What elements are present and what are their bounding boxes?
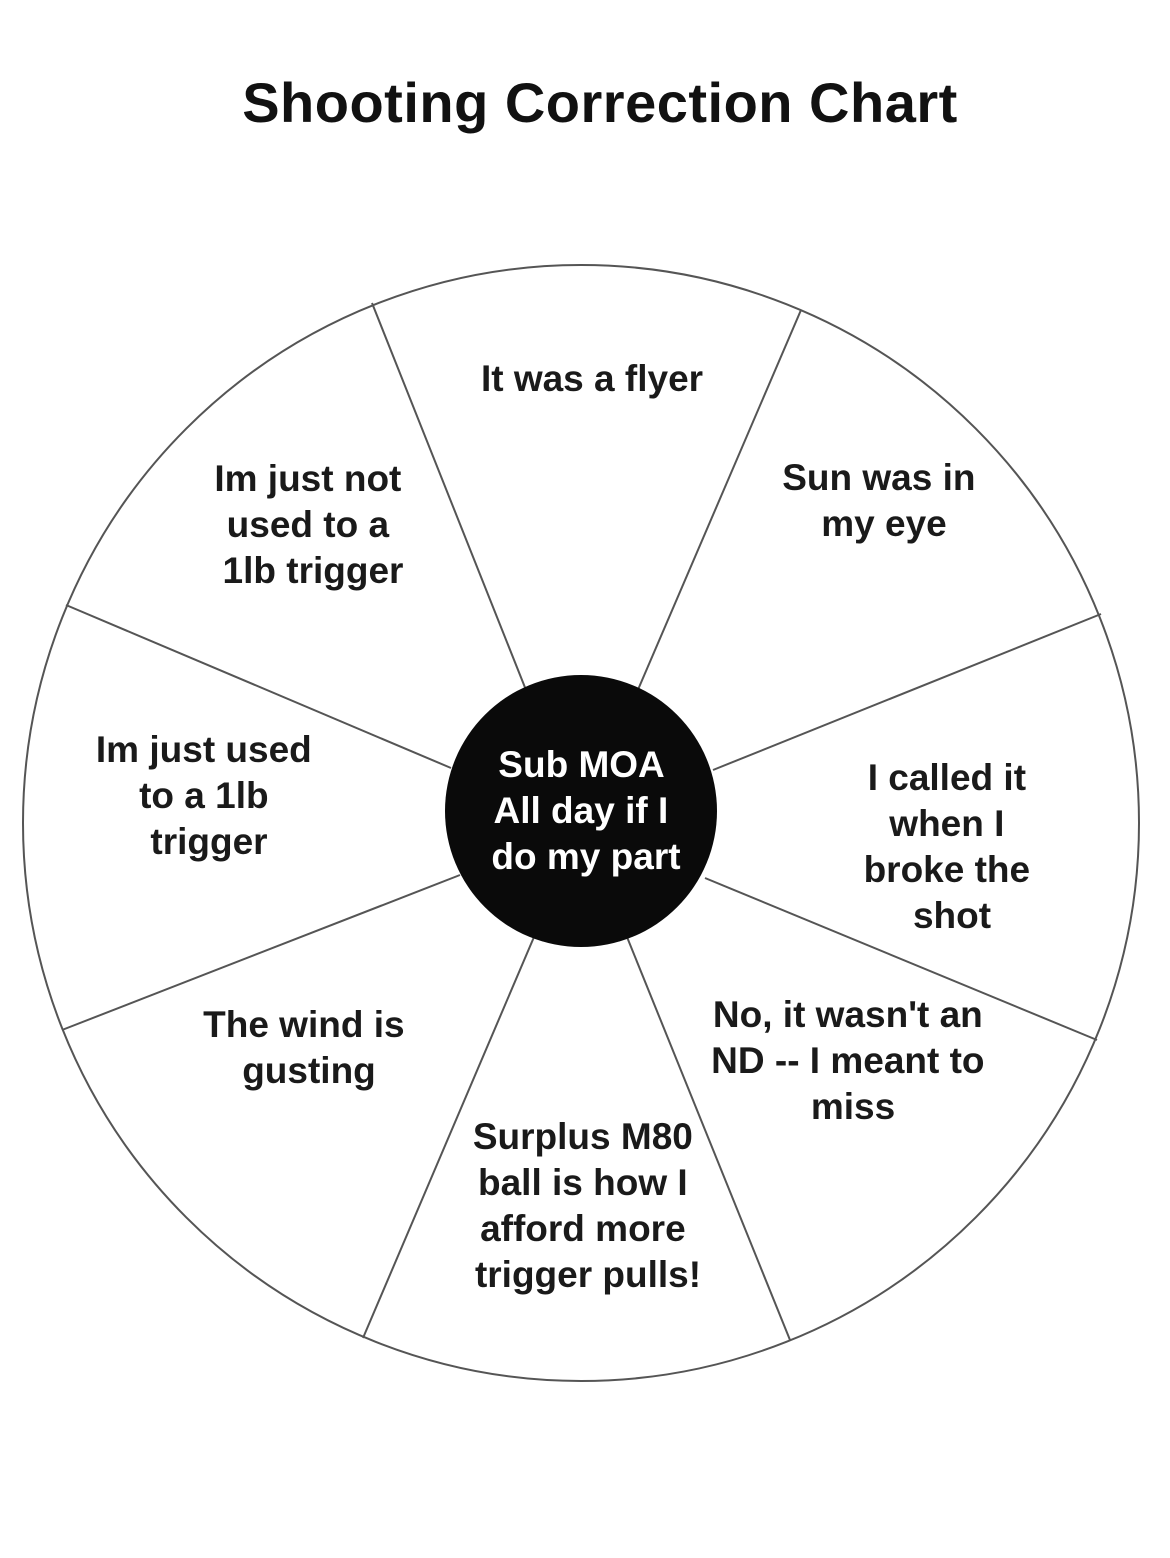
center-label: Sub MOA All day if I do my part bbox=[491, 744, 680, 877]
divider-line bbox=[626, 936, 791, 1341]
center-label-line: All day if I bbox=[493, 790, 668, 831]
divider-line bbox=[371, 302, 527, 691]
center-label-line: do my part bbox=[491, 836, 680, 877]
center-hub bbox=[445, 675, 717, 947]
divider-line bbox=[362, 936, 535, 1339]
segment-label-right: I called it when I broke the shot bbox=[864, 757, 1041, 936]
page-title: Shooting Correction Chart bbox=[242, 71, 958, 134]
segment-label-bottom: Surplus M80 ball is how I afford more tr… bbox=[473, 1116, 703, 1295]
segment-label-upper-left: Im just not used to a 1lb trigger bbox=[214, 458, 411, 591]
center-label-line: Sub MOA bbox=[498, 744, 664, 785]
divider-line bbox=[712, 613, 1102, 771]
segment-label-lower-right: No, it wasn't an ND -- I meant to miss bbox=[711, 994, 995, 1127]
segment-label-left: Im just used to a 1lb trigger bbox=[96, 729, 322, 862]
segment-label-lower-left: The wind is gusting bbox=[203, 1004, 415, 1091]
segment-label-upper-right: Sun was in my eye bbox=[782, 457, 986, 544]
divider-line bbox=[704, 877, 1098, 1041]
divider-line bbox=[61, 874, 461, 1031]
divider-line bbox=[65, 604, 452, 769]
divider-line bbox=[636, 309, 802, 693]
segment-label-top: It was a flyer bbox=[481, 358, 703, 399]
